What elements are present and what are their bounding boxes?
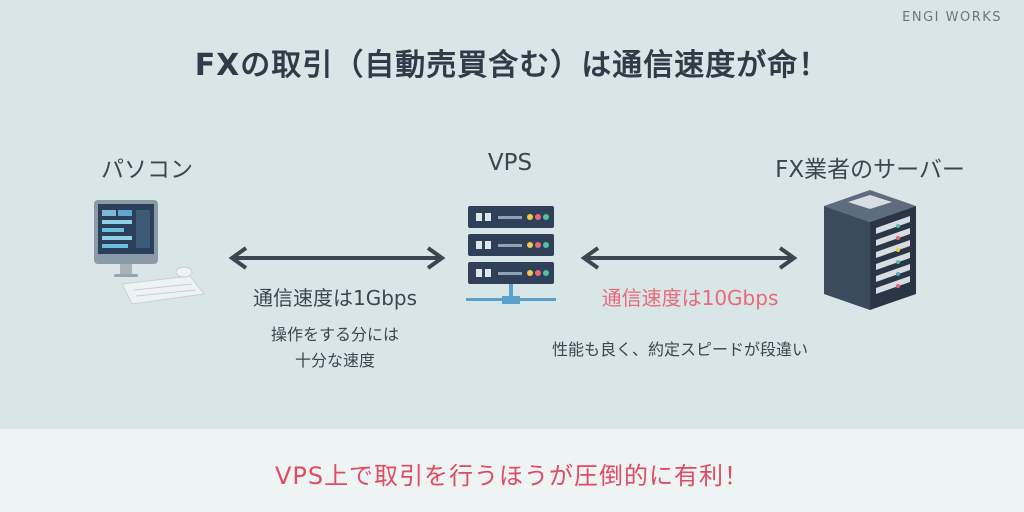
brand-label: ENGI WORKS [902, 10, 1002, 25]
pc-vps-note: 操作をする分には 十分な速度 [215, 322, 455, 374]
conclusion-banner [0, 429, 1024, 512]
vps-label: VPS [487, 150, 533, 176]
vps-server-icon [466, 206, 556, 304]
fx-server-label: FX業者のサーバー [775, 157, 965, 183]
left-double-arrow [228, 246, 446, 270]
pc-label: パソコン [101, 157, 193, 183]
pc-vps-note-line2: 十分な速度 [294, 351, 375, 370]
vps-fx-speed-label: 通信速度は10Gbps [601, 286, 779, 310]
pc-vps-speed-label: 通信速度は1Gbps [252, 286, 418, 310]
right-double-arrow [580, 246, 798, 270]
conclusion-text: VPS上で取引を行うほうが圧倒的に有利！ [274, 462, 750, 490]
pc-vps-note-line1: 操作をする分には [270, 325, 399, 344]
vps-fx-note: 性能も良く、約定スピードが段違い [551, 340, 808, 359]
desktop-computer-icon [94, 200, 205, 305]
page-title: FXの取引（自動売買含む）は通信速度が命！ [194, 48, 830, 83]
fx-server-rack-icon [824, 190, 916, 310]
